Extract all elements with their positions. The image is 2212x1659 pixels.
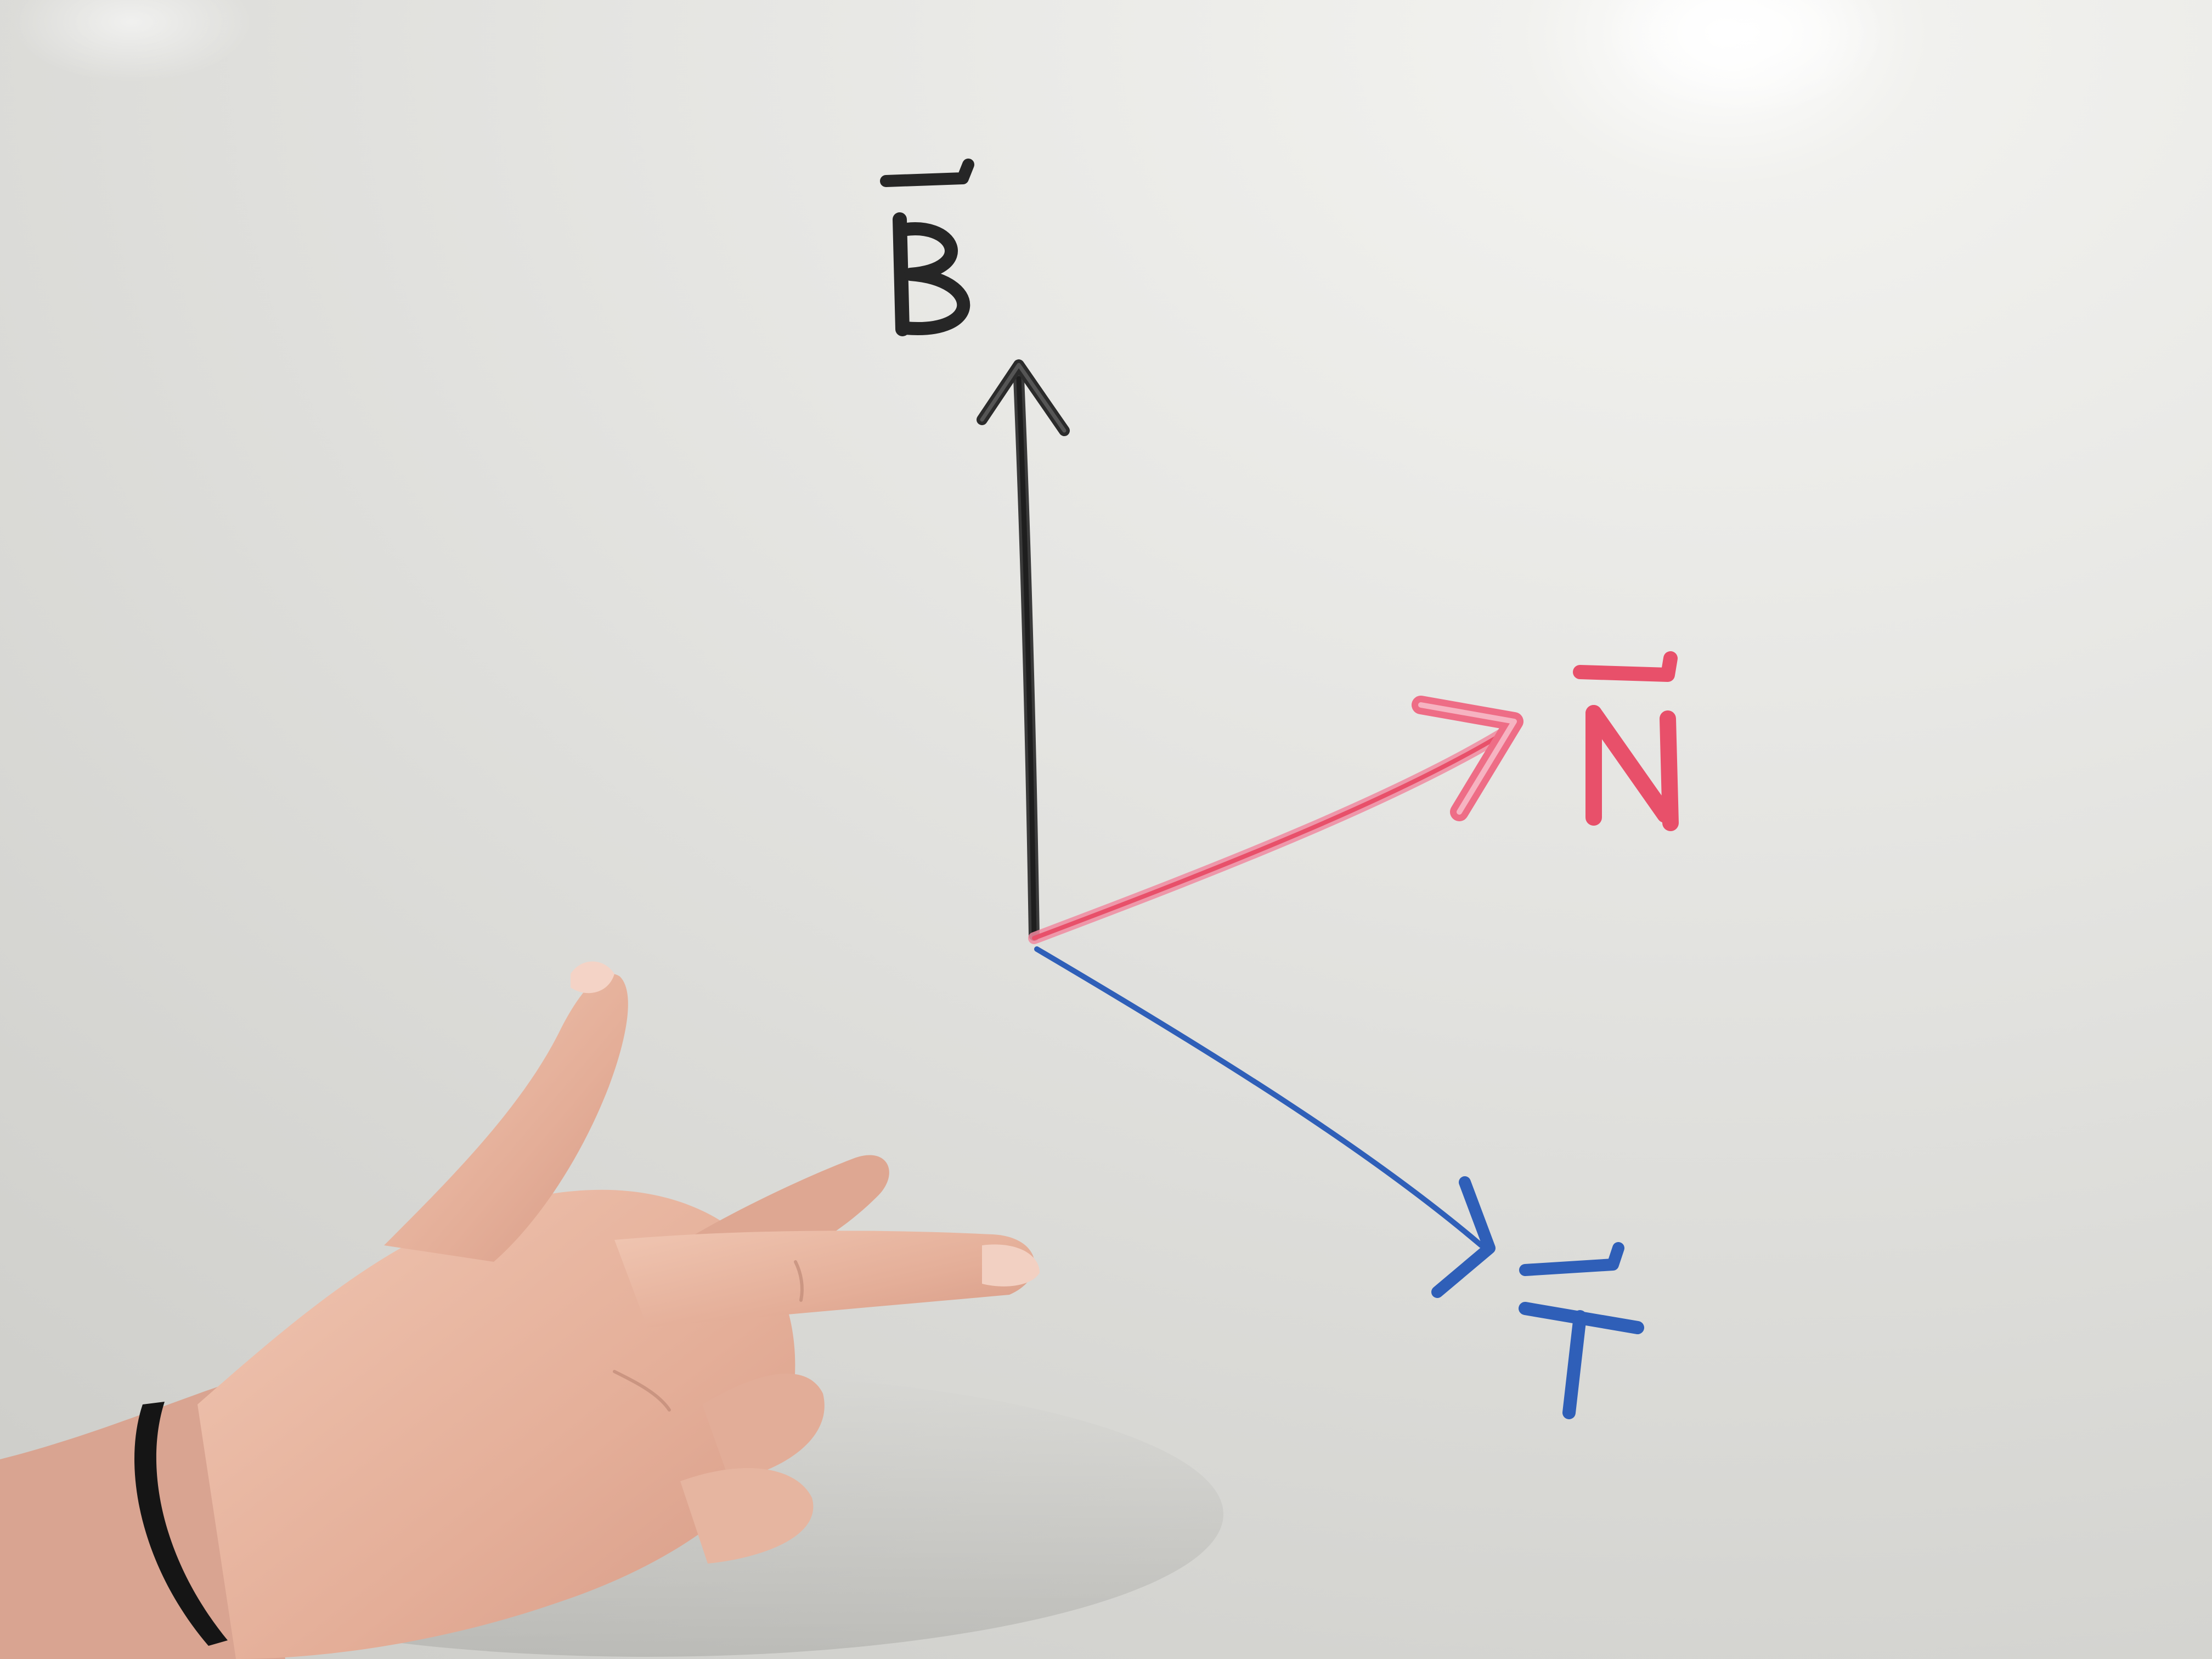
label-t-handwriting bbox=[1519, 1242, 1644, 1419]
hair-tie bbox=[134, 1402, 228, 1646]
light-glare bbox=[1602, 0, 1887, 115]
normal-vector bbox=[1028, 696, 1523, 944]
thumb-nail bbox=[571, 961, 614, 994]
binormal-vector bbox=[977, 359, 1070, 941]
tangent-vector bbox=[1034, 946, 1496, 1298]
light-glare-left bbox=[11, 0, 252, 82]
hand bbox=[0, 961, 1040, 1659]
index-nail bbox=[982, 1244, 1040, 1286]
label-b-handwriting bbox=[880, 159, 974, 336]
label-n-handwriting bbox=[1573, 651, 1679, 831]
